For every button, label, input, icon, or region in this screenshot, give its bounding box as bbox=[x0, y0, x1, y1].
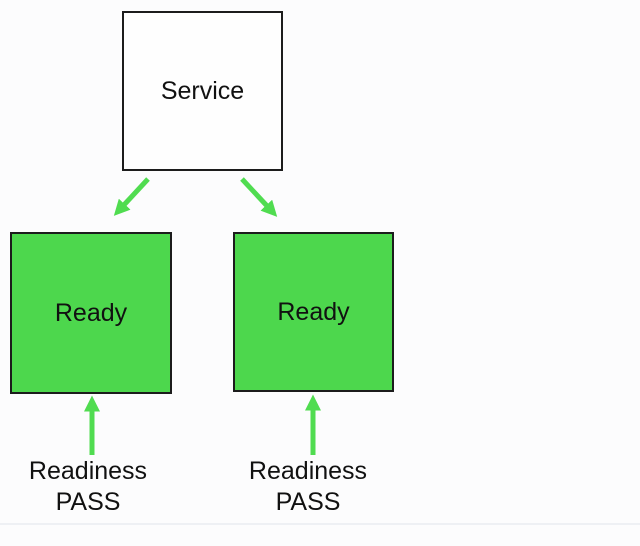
service-node: Service bbox=[122, 11, 283, 171]
arrow-service-to-pod-2-icon bbox=[240, 177, 278, 217]
service-node-label: Service bbox=[160, 76, 245, 105]
pod-node-1-label: Ready bbox=[54, 298, 128, 327]
readiness-caption-1: Readiness PASS bbox=[0, 456, 176, 518]
arrow-service-to-pod-1-icon bbox=[113, 177, 150, 216]
readiness-caption-1-line-2: PASS bbox=[55, 488, 121, 516]
pod-node-2-label: Ready bbox=[277, 297, 350, 326]
readiness-caption-2-line-1: Readiness bbox=[248, 457, 368, 485]
readiness-caption-2-line-2: PASS bbox=[275, 488, 341, 516]
readiness-caption-1-line-1: Readiness bbox=[28, 457, 148, 485]
page-divider bbox=[0, 523, 640, 525]
readiness-caption-2: Readiness PASS bbox=[220, 456, 396, 518]
pod-node-1: Ready bbox=[10, 232, 172, 394]
pod-node-2: Ready bbox=[233, 232, 394, 392]
